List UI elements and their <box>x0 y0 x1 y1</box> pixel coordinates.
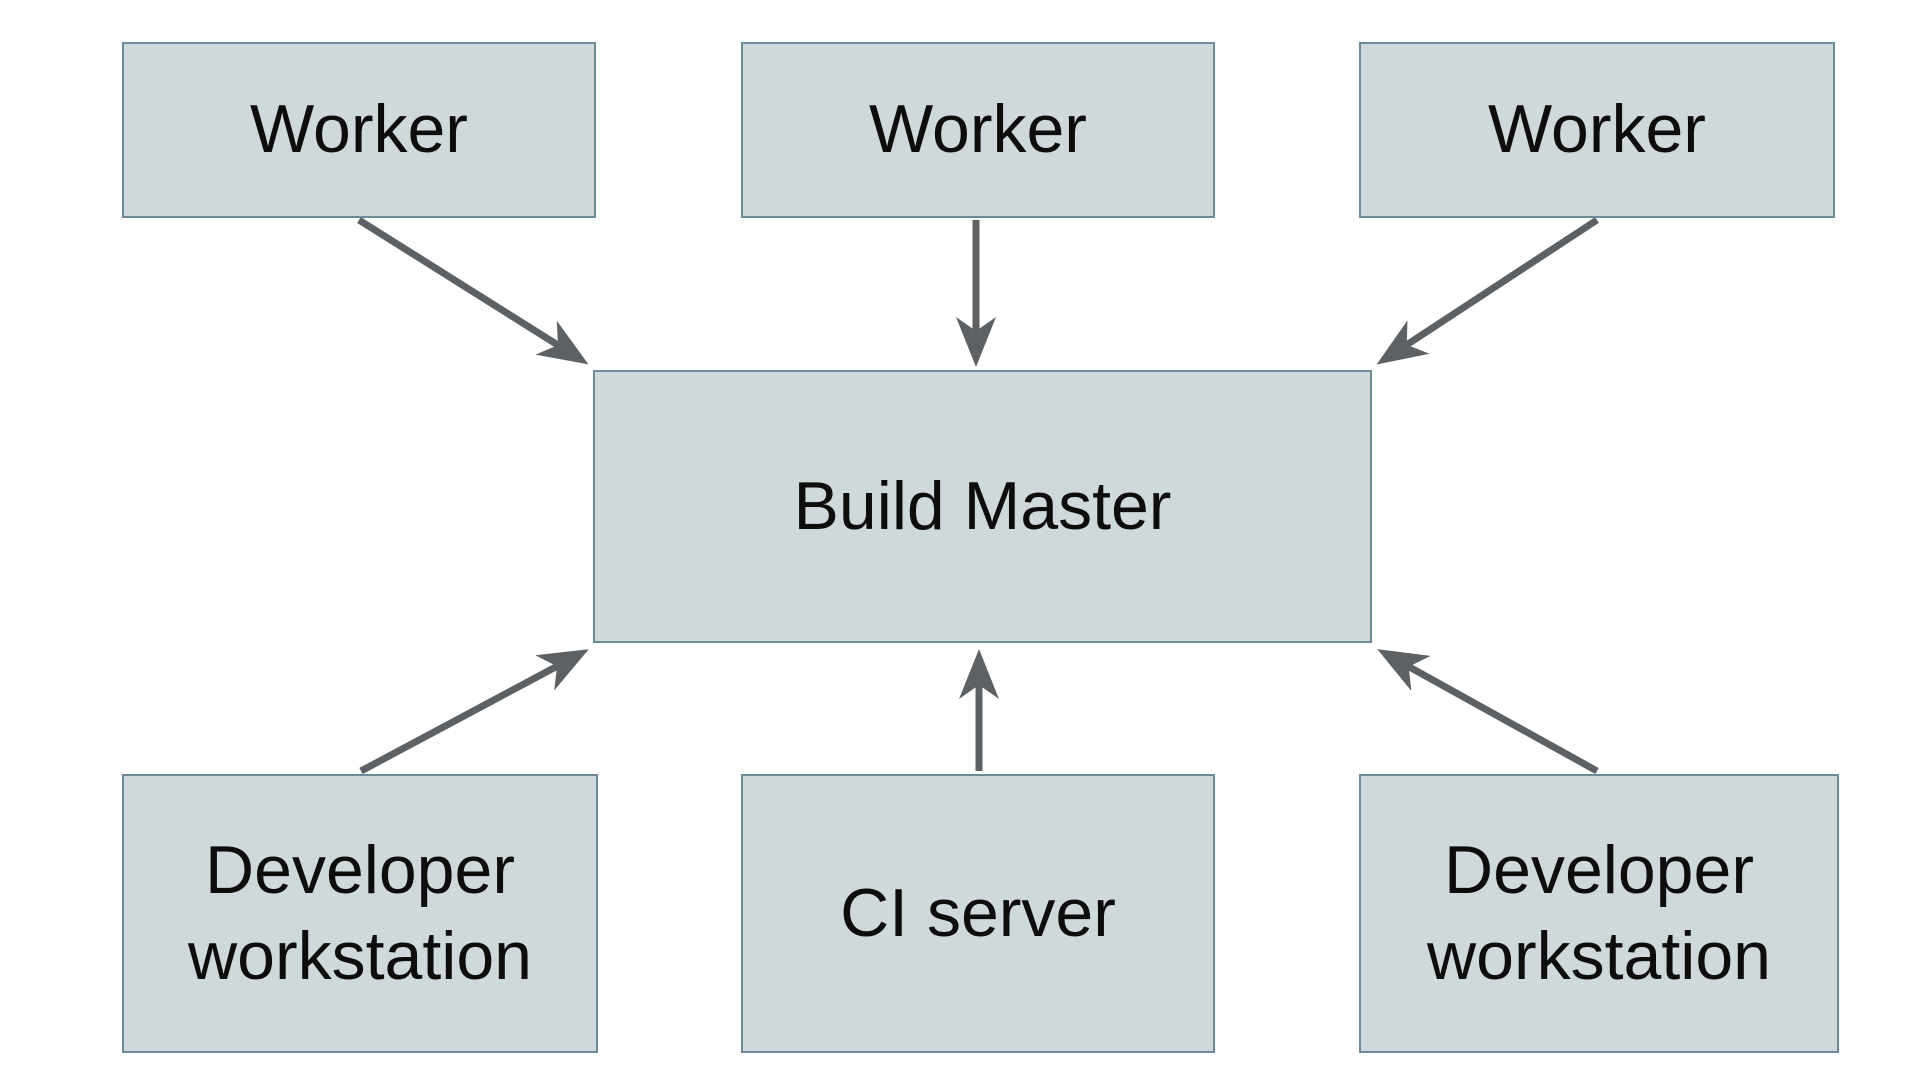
edge-worker1-to-buildmaster <box>357 217 589 365</box>
node-worker-3-label: Worker <box>1488 91 1706 168</box>
node-worker-1-label: Worker <box>250 91 468 168</box>
node-developer-workstation-2-label: Developer workstation <box>1427 831 1771 994</box>
node-worker-1: Worker <box>122 42 596 218</box>
edge-devworkstation1-to-buildmaster <box>359 649 589 775</box>
node-build-master-label: Build Master <box>793 467 1172 544</box>
node-worker-2: Worker <box>741 42 1215 218</box>
node-build-master: Build Master <box>593 370 1372 643</box>
node-developer-workstation-1-label: Developer workstation <box>188 831 532 994</box>
node-worker-3: Worker <box>1359 42 1835 218</box>
node-worker-2-label: Worker <box>869 91 1087 168</box>
node-ci-server: CI server <box>741 774 1215 1053</box>
edge-worker3-to-buildmaster <box>1376 217 1599 365</box>
edge-devworkstation2-to-buildmaster <box>1377 649 1599 775</box>
node-developer-workstation-1: Developer workstation <box>122 774 598 1053</box>
node-ci-server-label: CI server <box>840 874 1116 951</box>
node-developer-workstation-2: Developer workstation <box>1359 774 1839 1053</box>
